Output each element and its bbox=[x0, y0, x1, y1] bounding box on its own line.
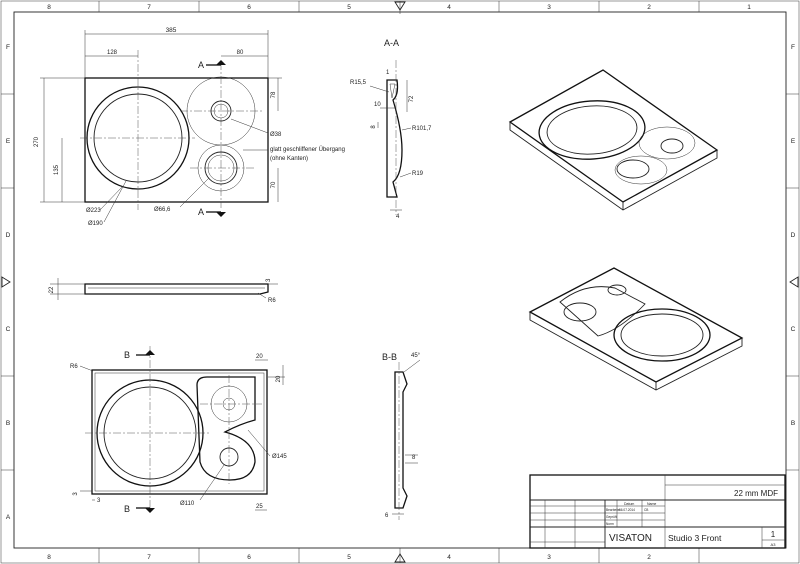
label-d190: Ø190 bbox=[88, 221, 103, 227]
col-label-5b: 5 bbox=[347, 554, 351, 561]
row-label-C: C bbox=[6, 326, 11, 333]
label-d145: Ø145 bbox=[272, 454, 287, 460]
title-format: A3 bbox=[771, 542, 777, 547]
section-a-marker-bottom: A bbox=[198, 207, 204, 217]
col-label-1: 1 bbox=[747, 4, 751, 11]
dim-70: 70 bbox=[271, 181, 277, 188]
section-a-view: A-A R15,5 1 10 72 R101,7 8 R19 4 bbox=[350, 38, 432, 220]
isometric-view-bottom bbox=[528, 267, 744, 391]
label-d38: Ø38 bbox=[270, 132, 282, 138]
dim-128: 128 bbox=[107, 50, 118, 56]
col-label-8: 8 bbox=[47, 4, 51, 11]
title-company: VISATON bbox=[609, 533, 652, 544]
row-label-D: D bbox=[6, 232, 11, 239]
col-label-3b: 3 bbox=[547, 554, 551, 561]
row-label-B: B bbox=[6, 420, 10, 427]
label-r1017: R101,7 bbox=[412, 126, 432, 132]
row-label-E: E bbox=[6, 138, 11, 145]
col-label-7b: 7 bbox=[147, 554, 151, 561]
row-bearbeitet: Bearbeitet bbox=[606, 508, 621, 512]
inner-frame bbox=[13, 11, 787, 549]
section-b-marker-top: B bbox=[124, 350, 130, 360]
row-label-D-r: D bbox=[791, 232, 796, 239]
hdr-name: Name bbox=[647, 502, 656, 506]
title-material: 22 mm MDF bbox=[734, 489, 778, 498]
section-b-marker-bottom: B bbox=[124, 504, 130, 514]
label-d110: Ø110 bbox=[180, 501, 195, 507]
col-label-3: 3 bbox=[547, 4, 551, 11]
column-labels-top: 8 7 6 5 4 3 2 1 bbox=[47, 4, 751, 11]
label-r155: R15,5 bbox=[350, 80, 367, 86]
row-label-F-r: F bbox=[791, 44, 795, 51]
row-name: CB bbox=[644, 508, 648, 512]
top-view-outline bbox=[84, 77, 269, 203]
dim-4: 4 bbox=[396, 214, 400, 220]
column-labels-bottom: 8 7 6 5 4 3 2 bbox=[47, 554, 651, 561]
title-sheet-no: 1 bbox=[771, 530, 776, 539]
col-label-6: 6 bbox=[247, 4, 251, 11]
side-view: 22 3 R6 bbox=[49, 278, 278, 304]
label-r19: R19 bbox=[412, 171, 424, 177]
col-label-4: 4 bbox=[447, 4, 451, 11]
dim-6: 6 bbox=[385, 513, 389, 519]
dim-3-bottom: 3 bbox=[97, 498, 101, 504]
label-45deg: 45° bbox=[411, 353, 421, 359]
label-d223: Ø223 bbox=[86, 208, 101, 214]
row-label-C-r: C bbox=[791, 326, 796, 333]
dim-8-a: 8 bbox=[371, 125, 377, 129]
label-r6-side: R6 bbox=[268, 298, 276, 304]
dim-8-b: 8 bbox=[412, 455, 416, 461]
dim-72: 72 bbox=[409, 95, 415, 102]
row-geprueft: Geprüft bbox=[606, 515, 617, 519]
col-label-2b: 2 bbox=[647, 554, 651, 561]
note-line1: glatt geschliffener Übergang bbox=[270, 146, 345, 153]
dim-22: 22 bbox=[49, 286, 55, 293]
col-label-8b: 8 bbox=[47, 554, 51, 561]
row-norm: Norm bbox=[606, 522, 614, 526]
col-label-4b: 4 bbox=[447, 554, 451, 561]
hdr-datum: Datum bbox=[624, 502, 634, 506]
dim-80: 80 bbox=[237, 50, 244, 56]
label-r6-bottom: R6 bbox=[70, 364, 78, 370]
col-label-7: 7 bbox=[147, 4, 151, 11]
label-d66: Ø66,6 bbox=[154, 207, 171, 213]
row-label-A: A bbox=[6, 514, 11, 521]
section-a-marker-top: A bbox=[198, 60, 204, 70]
row-labels-left: F E D C B A bbox=[6, 44, 11, 521]
row-labels-right: F E D C B bbox=[791, 44, 796, 427]
top-view: A A 385 128 80 270 135 78 70 Ø38 glatt g… bbox=[34, 27, 345, 227]
note-line2: (ohne Kanten) bbox=[270, 156, 308, 162]
title-part-name: Studio 3 Front bbox=[668, 533, 722, 543]
row-label-E-r: E bbox=[791, 138, 796, 145]
section-b-title: B-B bbox=[382, 352, 397, 362]
dim-1: 1 bbox=[386, 70, 390, 76]
section-b-view: B-B 45° 8 6 bbox=[382, 352, 421, 520]
row-label-F: F bbox=[6, 44, 10, 51]
dim-20-b: 20 bbox=[276, 375, 282, 382]
dim-20-a: 20 bbox=[256, 354, 263, 360]
dim-3-side: 3 bbox=[266, 278, 272, 282]
col-label-5: 5 bbox=[347, 4, 351, 11]
dim-3-left: 3 bbox=[73, 492, 79, 496]
dim-10: 10 bbox=[374, 102, 381, 108]
dim-270: 270 bbox=[34, 136, 40, 147]
dim-385: 385 bbox=[166, 27, 177, 34]
isometric-view-top bbox=[508, 69, 719, 211]
col-label-2: 2 bbox=[647, 4, 651, 11]
dim-78: 78 bbox=[271, 91, 277, 98]
row-label-B-r: B bbox=[791, 420, 795, 427]
dim-135: 135 bbox=[54, 164, 60, 175]
title-block: 22 mm MDF Datum Name Bearbeitet 16.07.20… bbox=[529, 474, 786, 549]
bottom-view: B B R6 20 20 Ø145 Ø110 3 3 25 bbox=[70, 346, 287, 514]
col-label-6b: 6 bbox=[247, 554, 251, 561]
section-a-title: A-A bbox=[384, 38, 399, 48]
row-date: 16.07.2014 bbox=[619, 508, 635, 512]
dim-25: 25 bbox=[256, 504, 263, 510]
